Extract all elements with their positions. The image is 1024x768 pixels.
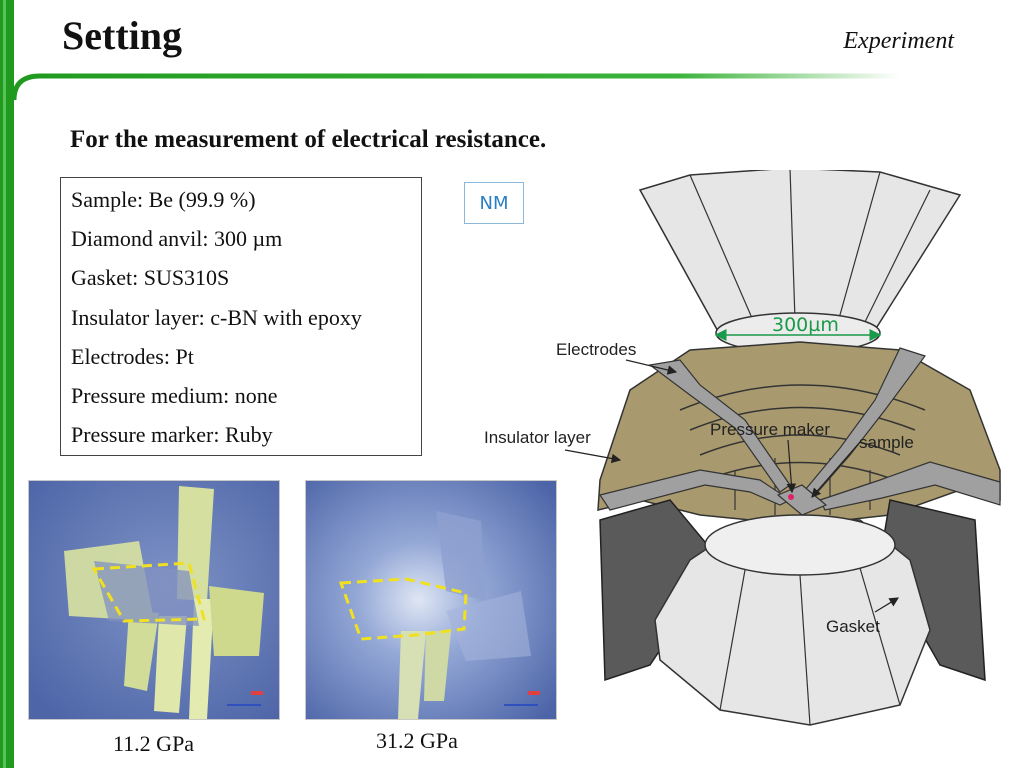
pressure-marker-label: Pressure maker xyxy=(710,420,830,439)
condition-sample: Sample: Be (99.9 %) xyxy=(71,187,256,212)
condition-electrodes: Electrodes: Pt xyxy=(71,343,194,369)
diagram-labels: Electrodes Insulator layer Pressure make… xyxy=(484,340,914,636)
medium-tag: NM xyxy=(464,182,524,224)
insulator-label: Insulator layer xyxy=(484,428,591,447)
photo-2-caption: 31.2 GPa xyxy=(376,728,458,753)
header-separator xyxy=(11,73,900,101)
condition-insulator: Insulator layer: c-BN with epoxy xyxy=(71,304,362,330)
condition-anvil: Diamond anvil: 300 µm xyxy=(71,226,283,252)
photo-1-caption: 11.2 GPa xyxy=(113,731,195,756)
dac-diagram: 300µm Electrodes xyxy=(484,170,1001,726)
frame-bar xyxy=(0,0,14,768)
lower-anvil xyxy=(654,514,931,726)
section-label: Experiment xyxy=(843,28,954,54)
sample-photo-1 xyxy=(28,480,280,720)
sample-photo-2 xyxy=(305,480,557,720)
culet-label: 300µm xyxy=(772,314,839,336)
gasket xyxy=(599,499,986,682)
frame-highlight xyxy=(3,0,6,768)
culet-dimension: 300µm xyxy=(714,314,882,341)
electrodes xyxy=(599,347,1001,511)
condition-gasket: Gasket: SUS310S xyxy=(71,265,230,291)
slide-subtitle: For the measurement of electrical resist… xyxy=(70,126,547,153)
condition-medium: Pressure medium: none xyxy=(71,382,278,408)
electrodes-label: Electrodes xyxy=(556,340,636,359)
condition-marker: Pressure marker: Ruby xyxy=(71,422,273,448)
page-title: Setting xyxy=(62,13,182,58)
gasket-label: Gasket xyxy=(826,617,880,636)
conditions-box: Sample: Be (99.9 %) Diamond anvil: 300 µ… xyxy=(60,177,422,456)
sample-label: sample xyxy=(859,433,914,452)
